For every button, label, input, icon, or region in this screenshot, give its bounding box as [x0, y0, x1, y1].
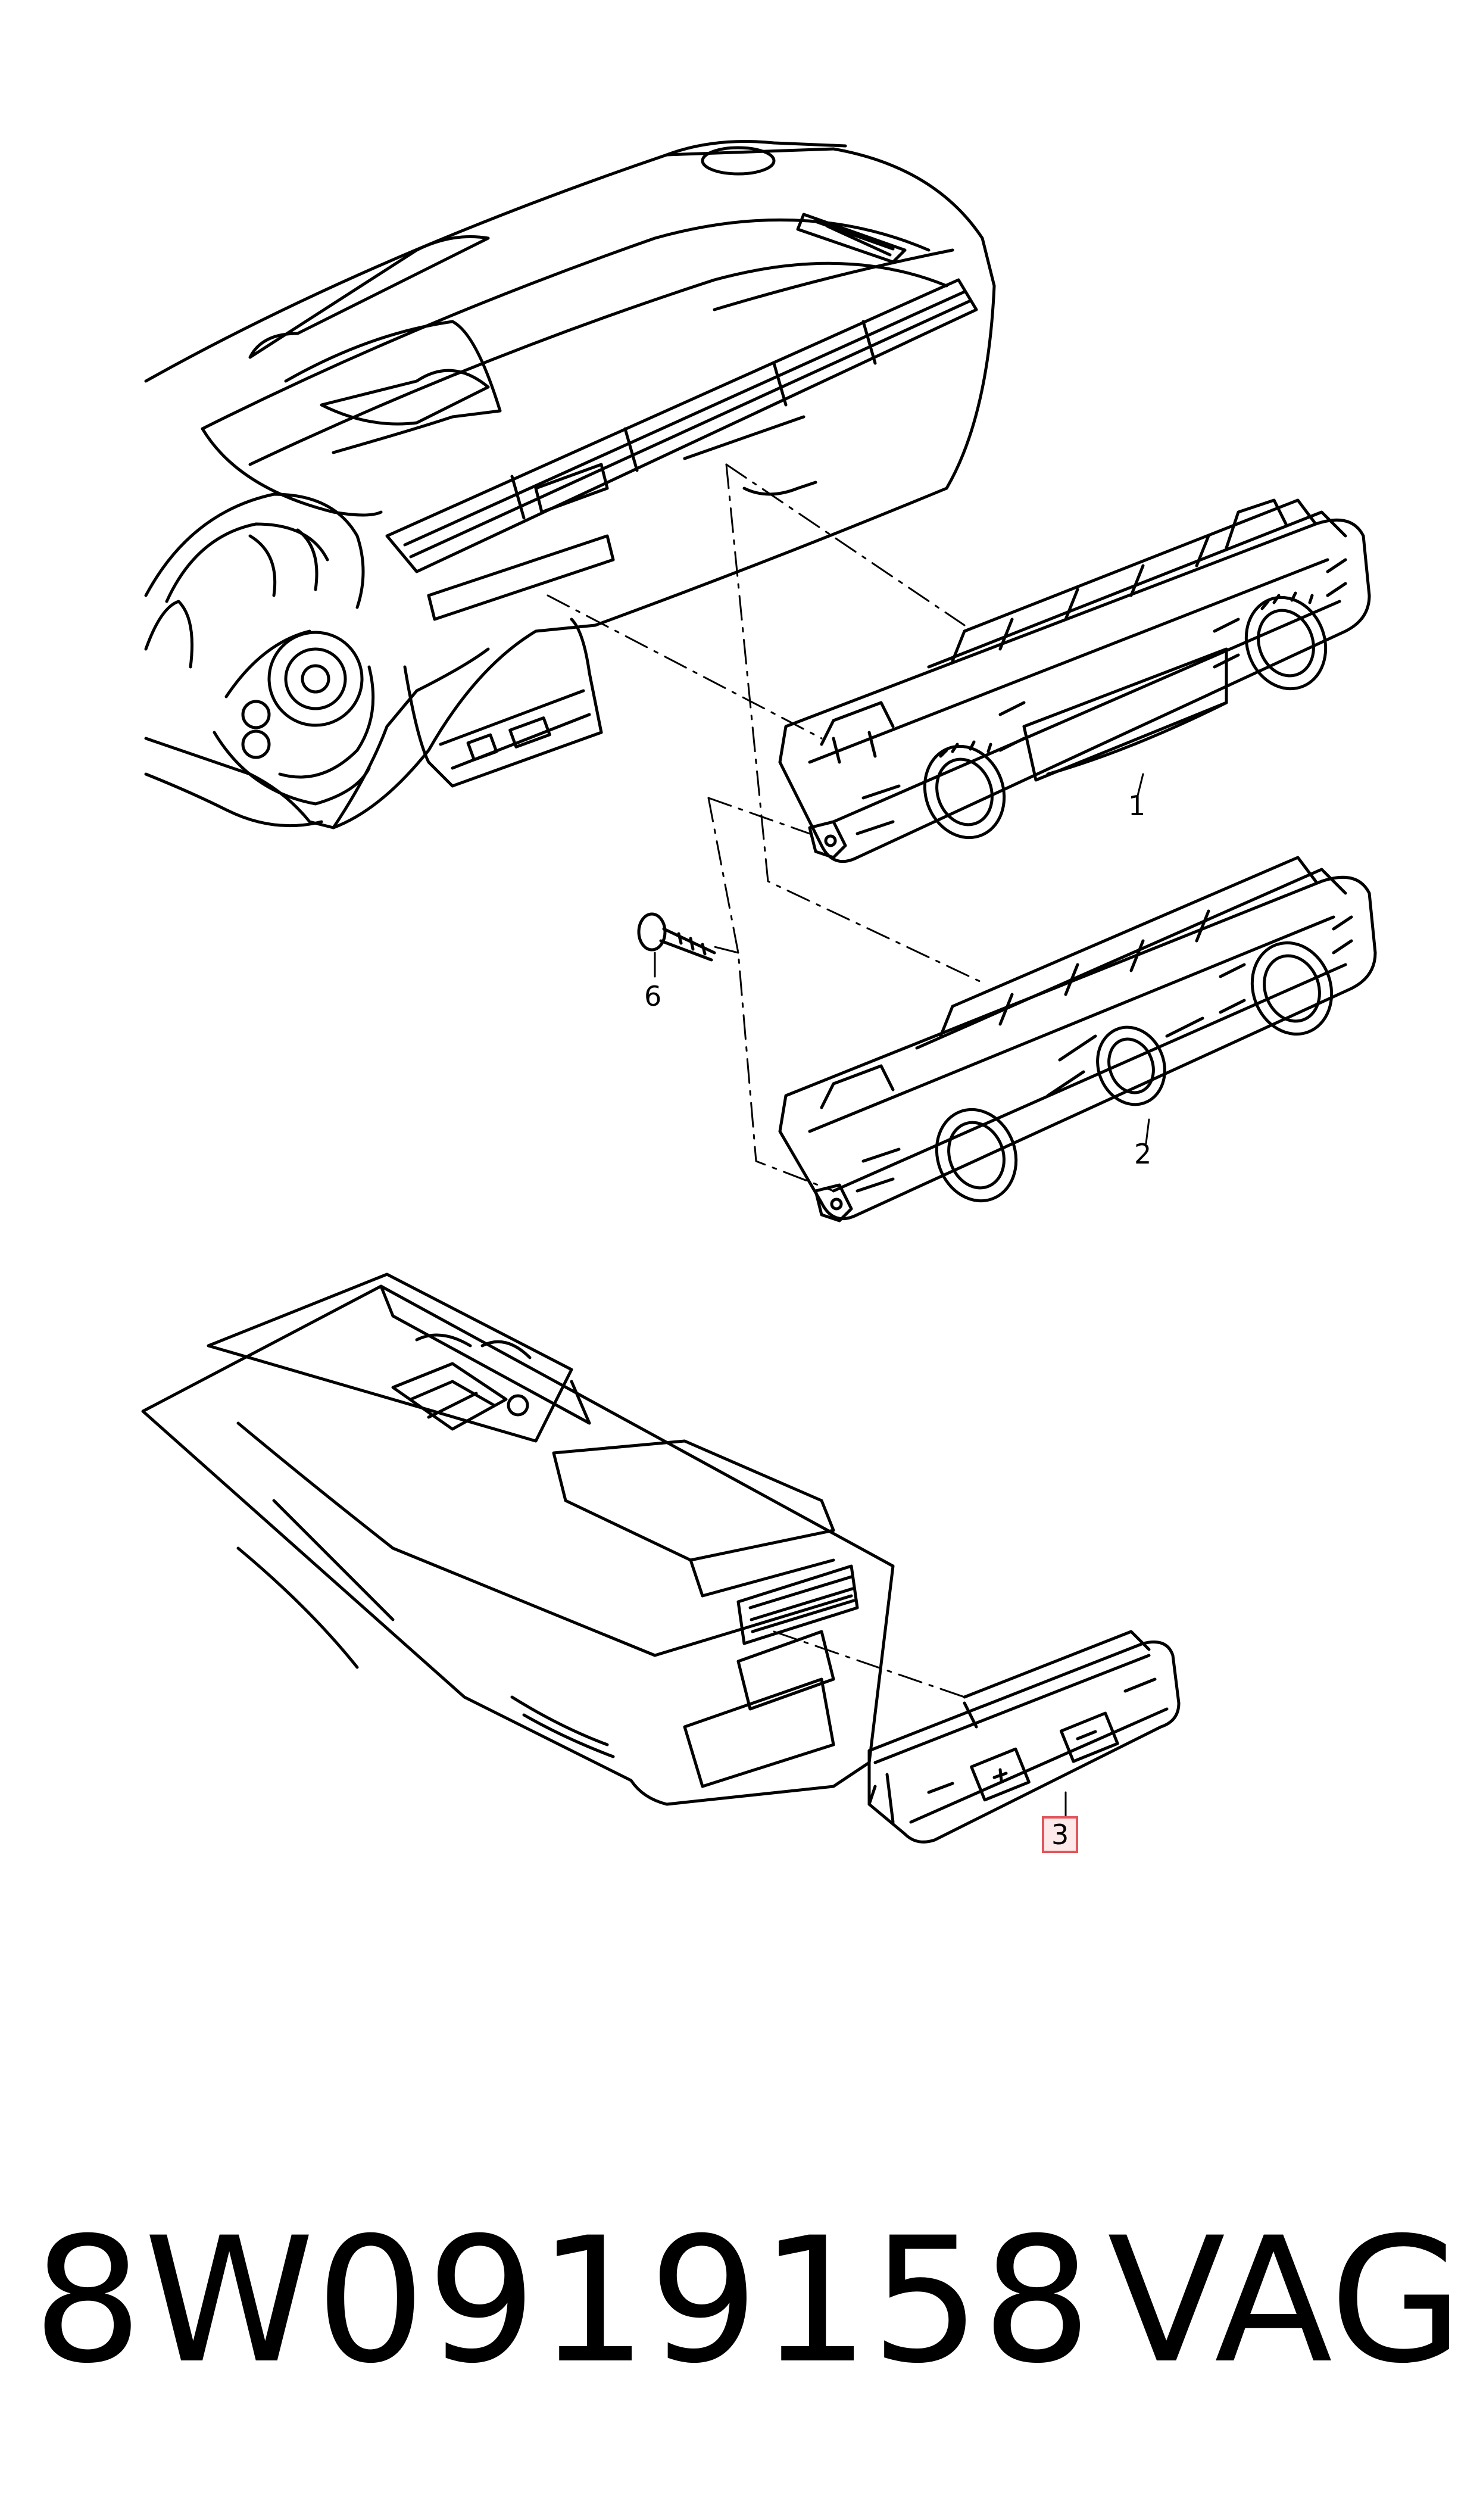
- callout-leaders: [654, 773, 1150, 1817]
- part-number: 8W0919158: [33, 2201, 1093, 2402]
- callout-label-6: 6: [644, 980, 662, 1012]
- callout-label-2: 2: [1134, 1138, 1152, 1170]
- callout-label-3: 3: [1042, 1816, 1079, 1853]
- climate-control-unit-2: [778, 856, 1377, 1222]
- screw-part-6: [637, 912, 716, 962]
- callout-label-1: 1: [1128, 790, 1146, 822]
- rear-control-unit-3: [867, 1630, 1181, 1844]
- climate-control-unit-1: [778, 498, 1371, 863]
- dashboard-drawing: [144, 140, 996, 829]
- brand-name: VAG: [1107, 2201, 1463, 2402]
- rear-center-console: [141, 1273, 895, 1806]
- leader-lines: [547, 463, 984, 1698]
